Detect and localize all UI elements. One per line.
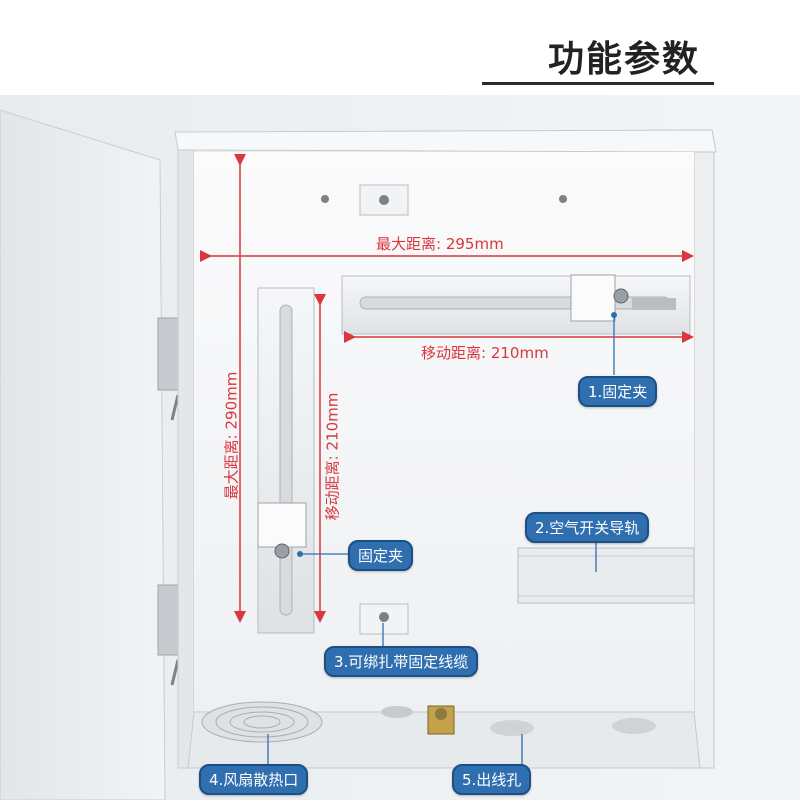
cable-hole: [612, 718, 656, 734]
callout-breaker-rail: 2.空气开关导轨: [525, 512, 650, 543]
leader-dot: [611, 312, 617, 318]
callout-fan-vent: 4.风扇散热口: [199, 764, 309, 795]
door-latch-rod-lower: [170, 659, 180, 686]
move-height-label: 移动距离: 210mm: [323, 392, 342, 521]
door-latch-rod: [170, 394, 180, 421]
vertical-clip-screw: [274, 543, 290, 559]
callout-fixing-clip-1: 1.固定夹: [578, 376, 658, 407]
max-width-label: 最大距离: 295mm: [376, 235, 504, 253]
max-height-label: 最大距离: 290mm: [222, 371, 241, 500]
callout-cable-hole: 5.出线孔: [452, 764, 532, 795]
leader-dot: [297, 551, 303, 557]
bracket-keyhole: [379, 612, 389, 622]
title-underline: [482, 82, 714, 85]
horizontal-clip-screw: [613, 288, 629, 304]
bracket-keyhole: [379, 195, 389, 205]
callout-fixing-clip: 固定夹: [348, 540, 414, 571]
horizontal-rail-end: [632, 298, 676, 310]
fan-vent: [201, 701, 323, 743]
callout-cable-tie: 3.可绑扎带固定线缆: [324, 646, 479, 677]
box-right-wall: [693, 151, 715, 769]
open-door: [0, 109, 166, 800]
cable-hole: [381, 706, 413, 718]
page-title: 功能参数: [548, 39, 701, 80]
ground-terminal: [427, 705, 455, 735]
vertical-rail-slot: [279, 304, 293, 616]
move-width-label: 移动距离: 210mm: [421, 344, 549, 362]
din-rail: [517, 547, 695, 604]
vertical-clip-block: [257, 502, 307, 548]
horizontal-clip-block: [570, 274, 616, 322]
mount-hole: [559, 195, 567, 203]
box-left-wall: [177, 149, 195, 769]
box-top-lid: [174, 129, 717, 153]
cable-hole: [490, 720, 534, 736]
mount-hole: [321, 195, 329, 203]
